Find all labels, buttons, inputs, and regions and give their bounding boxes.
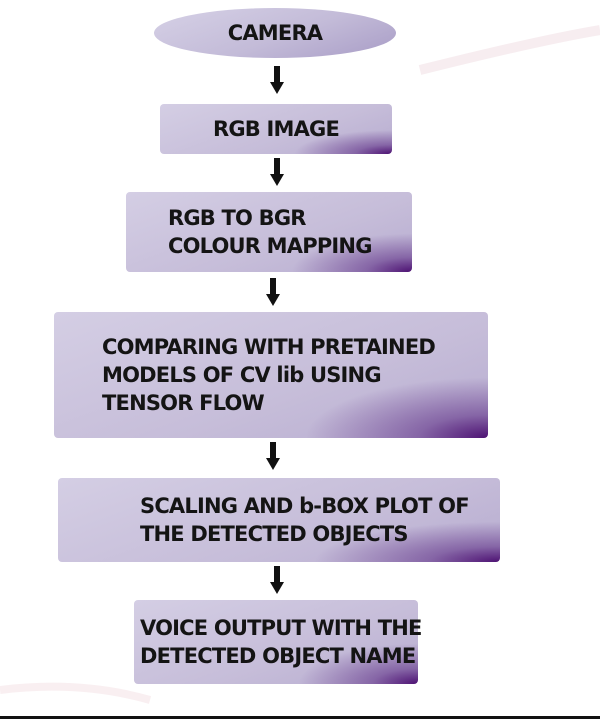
rgb-to-bgr-node: RGB TO BGR COLOUR MAPPING xyxy=(126,192,412,272)
scaling-line-1: SCALING AND b-BOX PLOT OF xyxy=(140,494,470,518)
rgb-to-bgr-line-1: RGB TO BGR xyxy=(168,206,306,230)
arrow-camera-to-rgb-image xyxy=(270,66,284,94)
arrow-comparing-to-scaling xyxy=(266,442,280,470)
camera-label: CAMERA xyxy=(227,21,323,45)
scaling-node: SCALING AND b-BOX PLOT OF THE DETECTED O… xyxy=(58,478,500,562)
bottom-border xyxy=(0,716,600,719)
comparing-line-2: MODELS OF CV lib USING xyxy=(102,363,382,387)
scaling-line-2: THE DETECTED OBJECTS xyxy=(140,522,409,546)
comparing-node: COMPARING WITH PRETAINED MODELS OF CV li… xyxy=(54,312,488,438)
voice-output-line-1: VOICE OUTPUT WITH THE xyxy=(140,616,422,640)
voice-output-line-2: DETECTED OBJECT NAME xyxy=(140,644,416,668)
arrow-scaling-to-voice-output xyxy=(270,566,284,594)
arrow-rgb-to-bgr-to-comparing xyxy=(266,278,280,306)
camera-node: CAMERA xyxy=(154,8,396,58)
rgb-image-node: RGB IMAGE xyxy=(160,104,392,154)
arrow-rgb-image-to-rgb-to-bgr xyxy=(270,158,284,186)
rgb-image-label: RGB IMAGE xyxy=(212,117,340,141)
comparing-line-3: TENSOR FLOW xyxy=(102,391,265,415)
rgb-to-bgr-line-2: COLOUR MAPPING xyxy=(168,234,372,258)
voice-output-node: VOICE OUTPUT WITH THE DETECTED OBJECT NA… xyxy=(134,600,422,684)
comparing-line-1: COMPARING WITH PRETAINED xyxy=(102,335,436,359)
